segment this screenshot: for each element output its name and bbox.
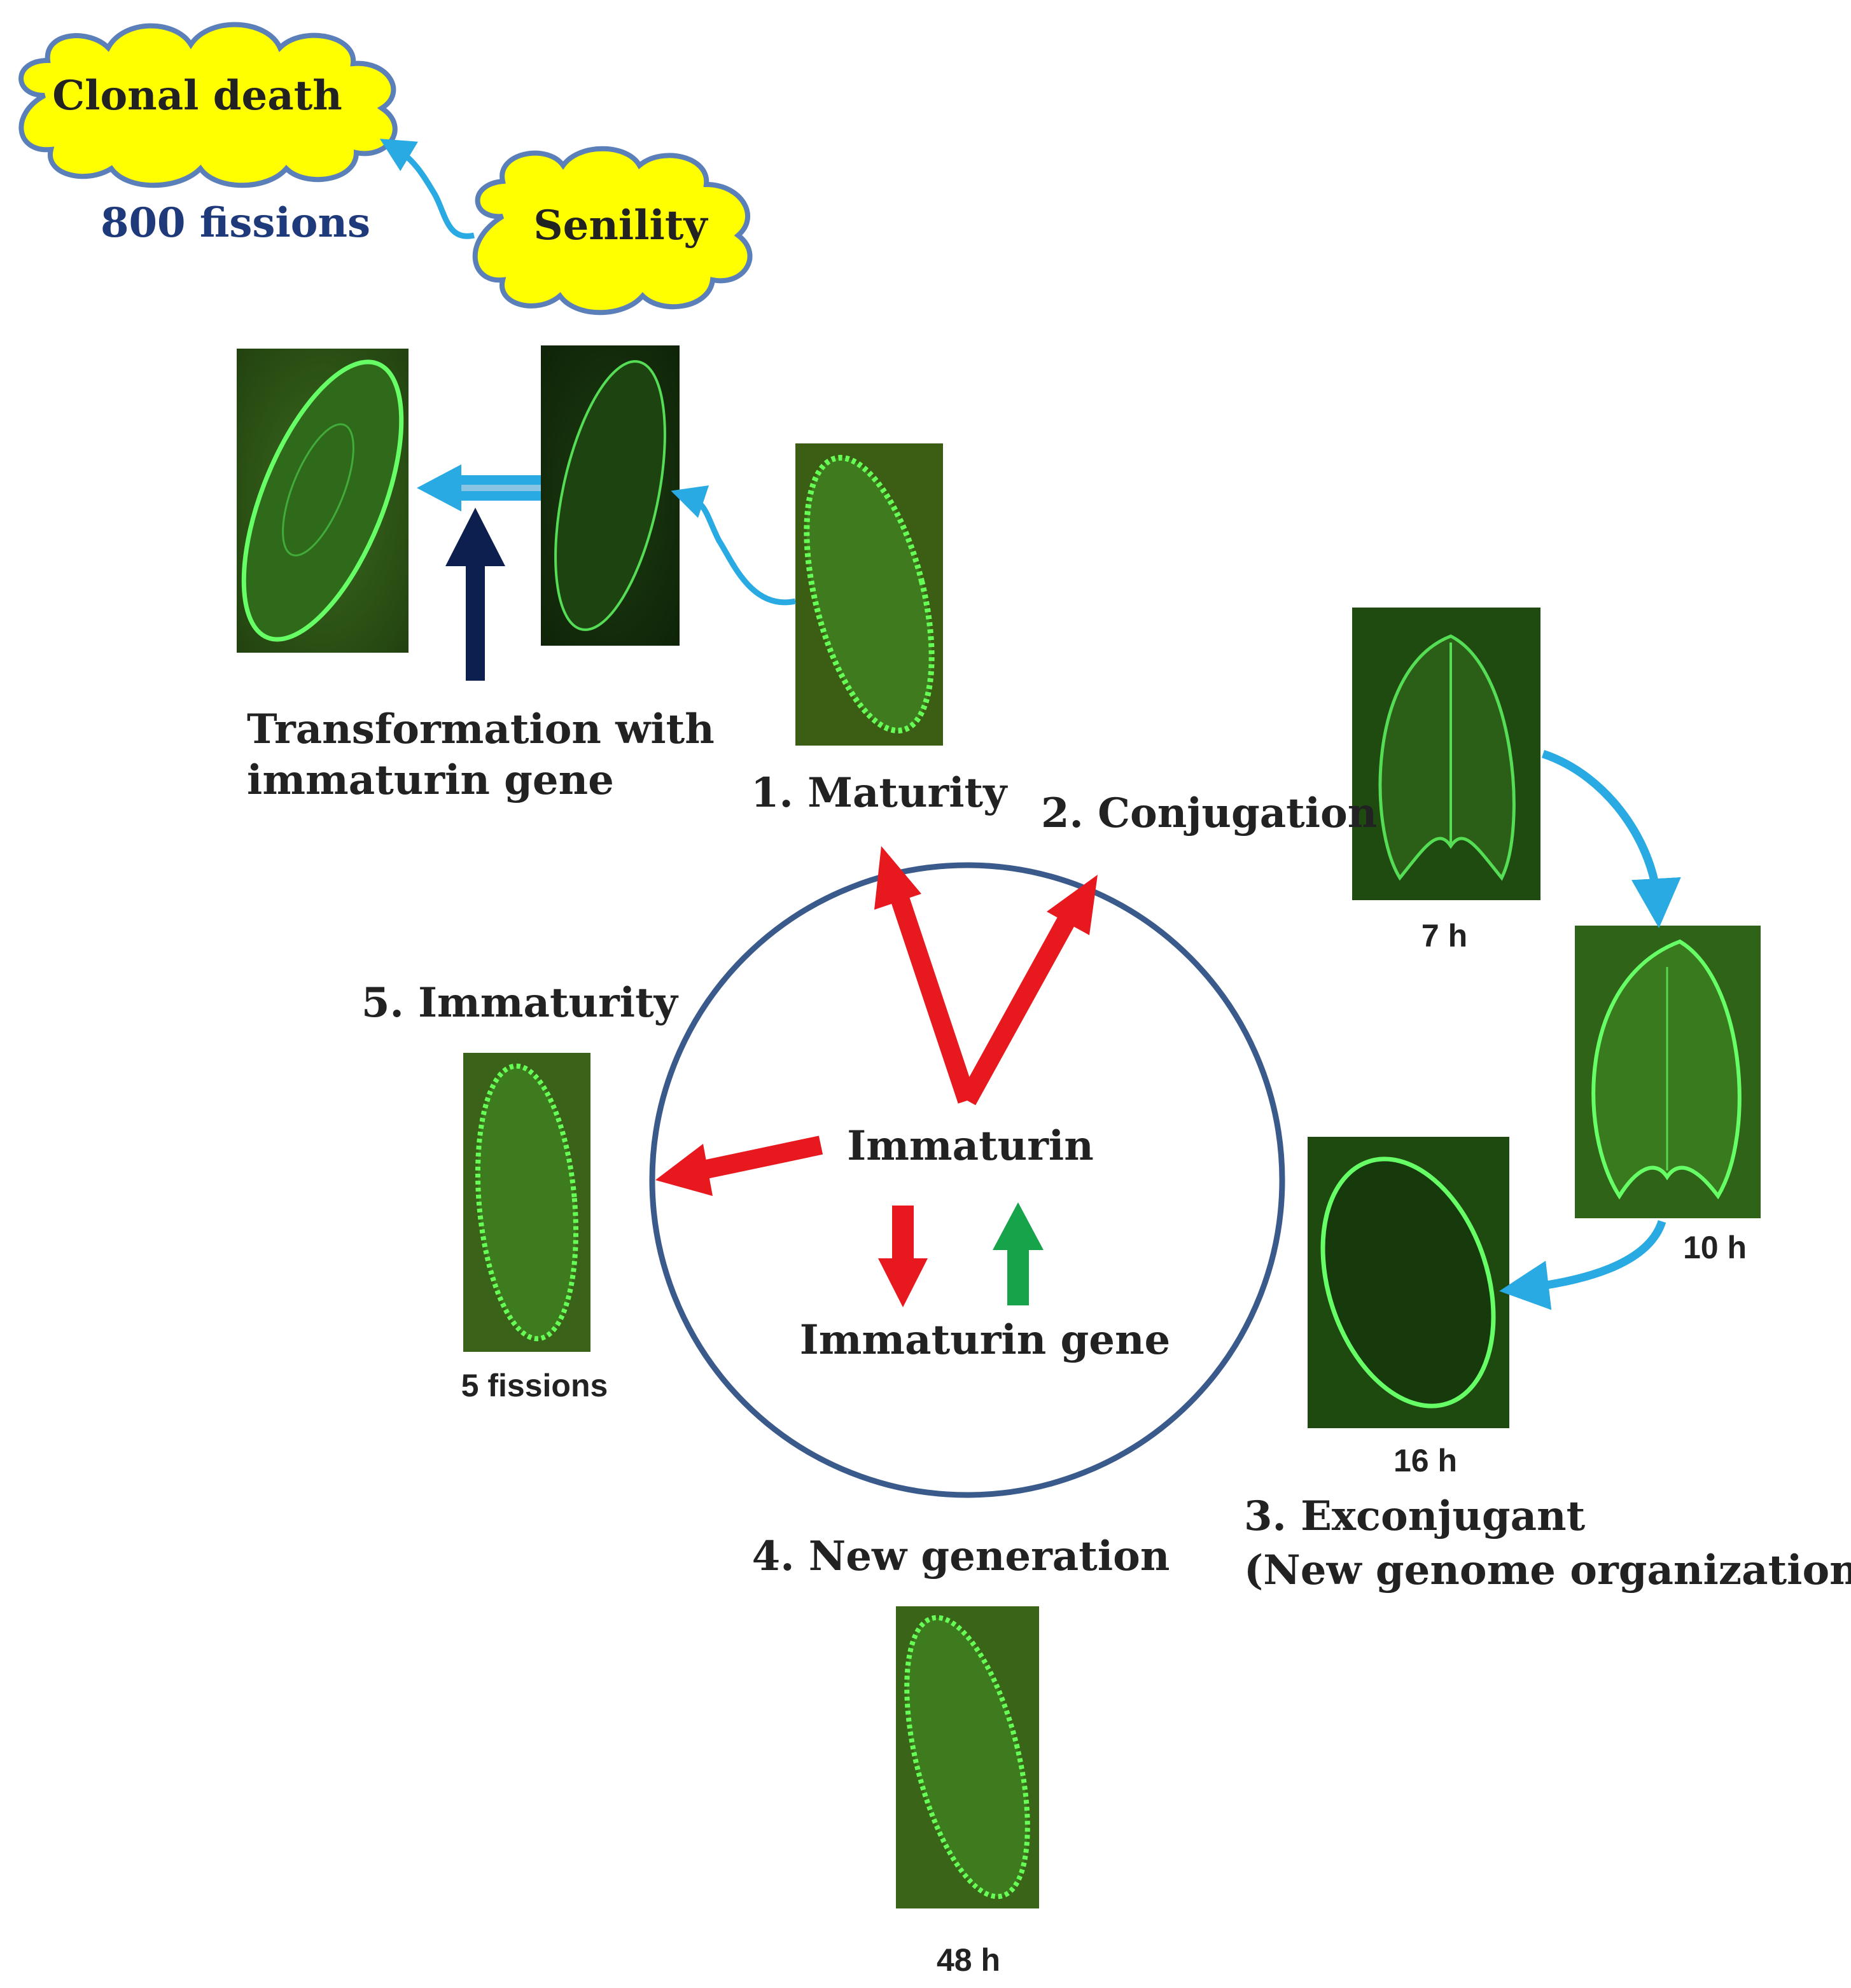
micrograph-maturity (795, 443, 943, 746)
clonal-death-label: Clonal death (52, 72, 342, 120)
life-cycle-circle (649, 862, 1285, 1498)
micrograph-transformed (237, 349, 409, 653)
micrograph-senile (541, 345, 680, 646)
stage-immaturity-label: 5. Immaturity (361, 979, 679, 1027)
time-10h-label: 10 h (1683, 1230, 1747, 1265)
senility-label: Senility (533, 202, 708, 249)
conjugation-10h-to-16h-arrow (1499, 1220, 1666, 1310)
transformation-arrow (445, 508, 505, 681)
stage-new-generation-label: 4. New generation (752, 1533, 1170, 1580)
fissions-800-label: 800 fissions (101, 199, 370, 247)
micrograph-16h (1308, 1137, 1509, 1428)
immaturin-to-immaturity-arrow (655, 1136, 823, 1196)
immaturin-down-arrow (878, 1206, 928, 1307)
senility-to-death-arrow (379, 139, 475, 239)
time-16h-label: 16 h (1393, 1443, 1457, 1478)
stage-maturity-label: 1. Maturity (751, 769, 1008, 817)
conjugation-7h-to-10h-arrow (1541, 749, 1681, 928)
clonal-death-cloud (18, 22, 398, 188)
time-48h-label: 48 h (937, 1942, 1000, 1978)
center-immaturin-label: Immaturin (847, 1122, 1094, 1170)
micrograph-7h (1352, 608, 1540, 900)
stage-exconjugant-label-line2: (New genome organization) (1244, 1547, 1851, 1594)
stage-conjugation-label: 2. Conjugation (1041, 789, 1377, 837)
stage-exconjugant-label-line1: 3. Exconjugant (1244, 1492, 1586, 1540)
gene-up-arrow (993, 1202, 1044, 1305)
rejuvenation-arrow (417, 464, 541, 511)
senility-cloud (472, 146, 753, 316)
maturity-to-senility-arrow (671, 485, 796, 606)
immaturin-to-conjugation-arrow (958, 875, 1098, 1106)
micrograph-immaturity (463, 1053, 590, 1352)
micrograph-48h (896, 1606, 1039, 1908)
fissions-5-label: 5 fissions (461, 1368, 608, 1403)
transformation-label-line2: immaturin gene (247, 756, 614, 804)
micrograph-10h (1575, 926, 1761, 1218)
transformation-label-line1: Transformation with (247, 706, 715, 753)
center-immaturin-gene-label: Immaturin gene (800, 1316, 1171, 1364)
time-7h-label: 7 h (1421, 918, 1467, 954)
immaturin-to-maturity-arrow (874, 846, 977, 1104)
